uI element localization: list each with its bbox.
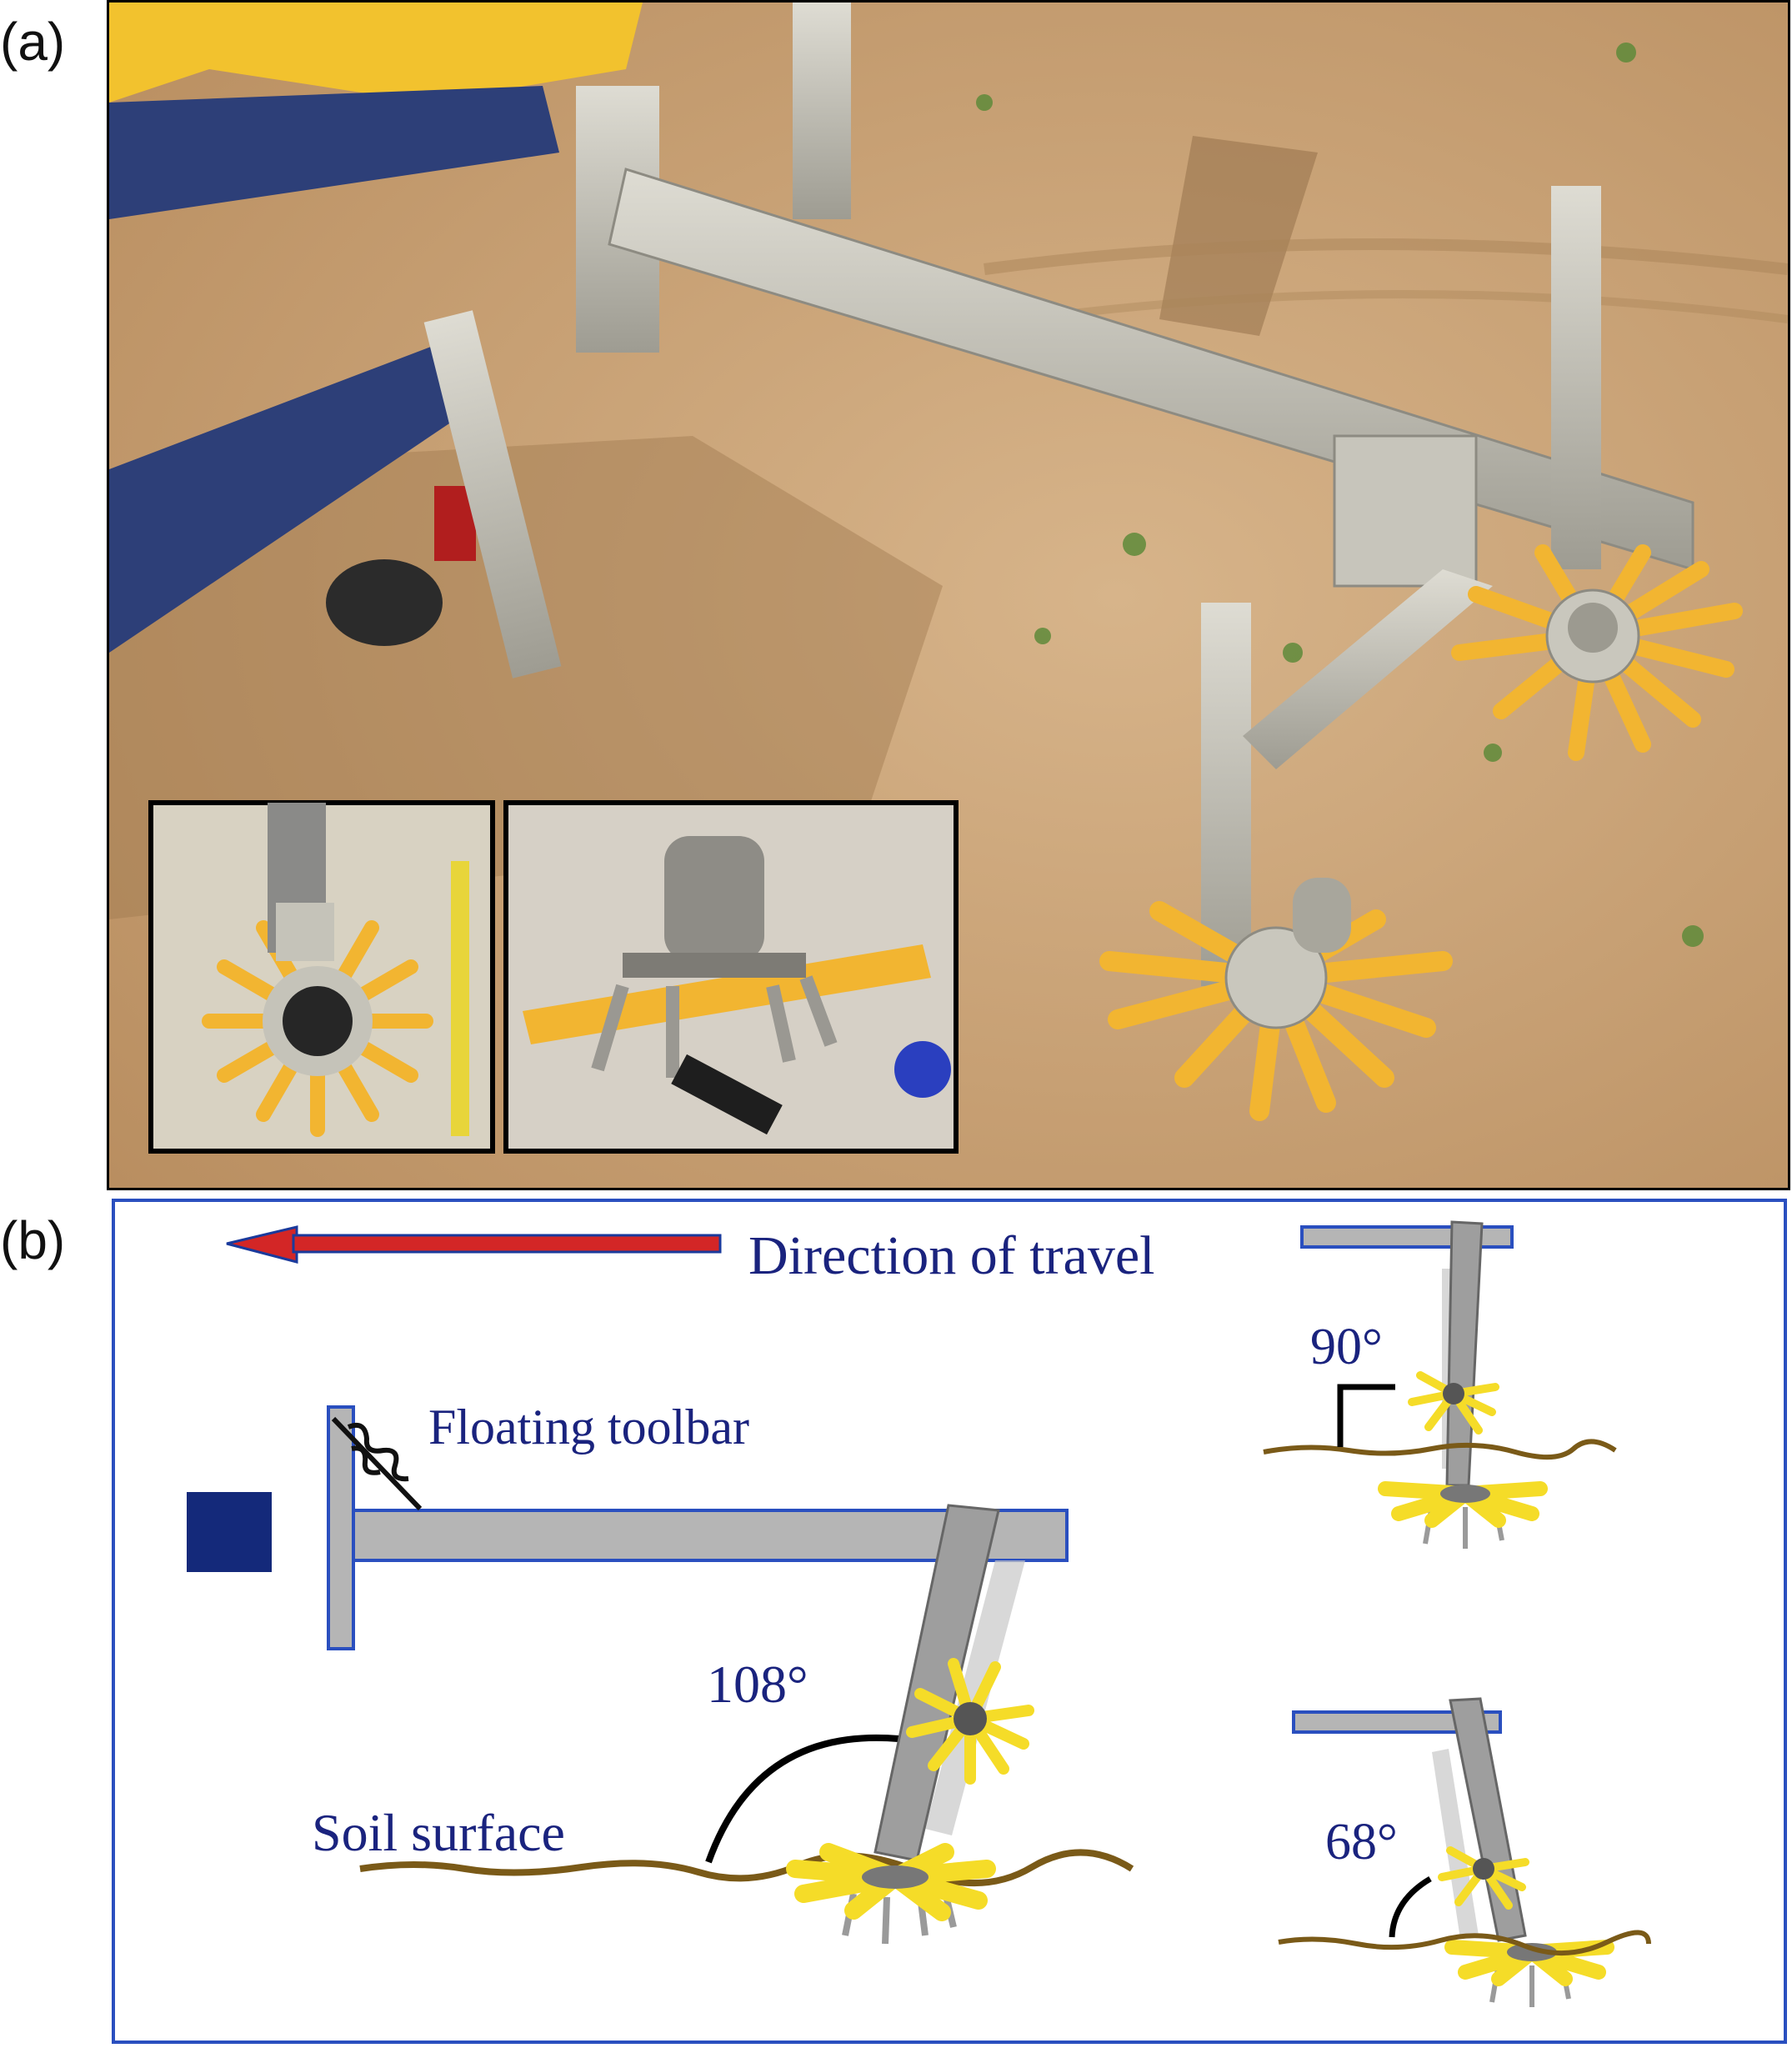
shank-brace bbox=[1243, 569, 1493, 769]
inset-finger-side bbox=[503, 800, 959, 1154]
soil-line-68 bbox=[1278, 1930, 1651, 1956]
clamp-box bbox=[1333, 434, 1478, 588]
finger-weeder-right bbox=[1451, 544, 1743, 761]
finger-wheel-upper bbox=[906, 1658, 1034, 1785]
toolbar-label: Floating toolbar bbox=[428, 1400, 749, 1455]
direction-label: Direction of travel bbox=[748, 1225, 1154, 1286]
diagram-panel: Direction of travel Floating toolbar Soi… bbox=[112, 1199, 1787, 2044]
angle-label-68: 68° bbox=[1325, 1814, 1398, 1870]
angle-label-90: 90° bbox=[1310, 1319, 1383, 1375]
finger-wheel-lower bbox=[786, 1843, 996, 1945]
angle-label-108: 108° bbox=[707, 1655, 808, 1714]
spring-icon bbox=[331, 1416, 423, 1511]
photo-panel bbox=[107, 0, 1790, 1190]
cultivator-photo bbox=[109, 3, 1788, 1188]
yellow-machine-body bbox=[109, 3, 643, 103]
finger-wheel-90-lower bbox=[1378, 1481, 1548, 1549]
finger-weeder-left bbox=[1099, 878, 1453, 1121]
blue-frame-bar-lower bbox=[109, 336, 493, 653]
shadow-region bbox=[109, 436, 943, 919]
finger-wheel-90-upper bbox=[1408, 1371, 1499, 1435]
shank-left bbox=[1201, 603, 1251, 986]
toolbar-hitch-block bbox=[187, 1492, 272, 1572]
angle-arc-108 bbox=[705, 1734, 899, 1864]
panel-b-label: (b) bbox=[0, 1210, 66, 1270]
angle-arc-68 bbox=[1389, 1875, 1432, 1938]
angle-diagram: Direction of travel Floating toolbar Soi… bbox=[187, 1220, 1651, 2007]
finger-wheel-68-upper bbox=[1438, 1846, 1529, 1910]
tire-track bbox=[984, 238, 1788, 275]
angle-marker-90 bbox=[1337, 1384, 1395, 1447]
spring-shank bbox=[423, 310, 562, 678]
soil-line-90 bbox=[1263, 1439, 1617, 1460]
weeds bbox=[976, 43, 1704, 947]
soil-surface-line bbox=[359, 1849, 1134, 1887]
direction-arrow bbox=[226, 1225, 722, 1264]
shank-right bbox=[1551, 186, 1601, 569]
blue-frame-bar-top bbox=[109, 86, 559, 219]
panel-a-label: (a) bbox=[0, 12, 66, 72]
rear-bracket bbox=[793, 3, 851, 219]
tool-shadow bbox=[1159, 136, 1318, 336]
gauge-wheel bbox=[326, 559, 443, 646]
toolbar-mount-plate bbox=[327, 1405, 355, 1650]
soil-label: Soil surface bbox=[312, 1803, 565, 1862]
inset-finger-wheel bbox=[148, 800, 495, 1154]
